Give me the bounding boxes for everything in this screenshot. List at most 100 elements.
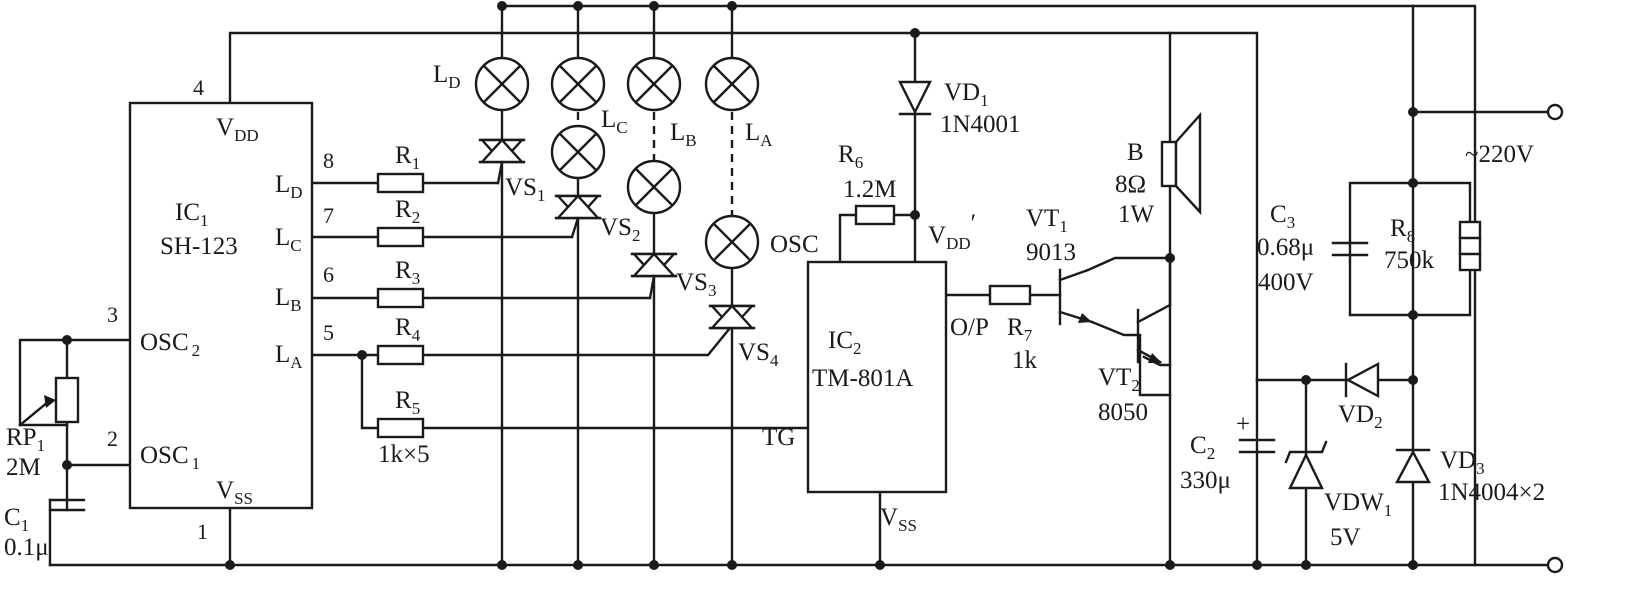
r5-label: R5 — [395, 387, 420, 418]
ic1-chip — [128, 101, 314, 510]
lamp-lc-1 — [550, 56, 606, 112]
lamp-la-1 — [704, 56, 760, 112]
ic1-pin2-number: 2 — [107, 426, 118, 451]
triac-vs4-label: VS4 — [738, 339, 779, 370]
resistor-r5 — [376, 417, 425, 439]
ic1-name-label: IC1 — [175, 199, 209, 230]
vd2-label: VD2 — [1338, 401, 1383, 432]
lamp-la-2 — [704, 214, 760, 270]
ic2-vss-label: VSS — [880, 504, 917, 535]
c2-label: C2 — [1190, 432, 1215, 463]
r6-label: R6 — [838, 141, 863, 172]
r7-label: R7 — [1007, 314, 1033, 345]
capacitor-c1 — [48, 498, 86, 512]
vdw1-label: VDW1 — [1324, 489, 1392, 520]
ic2-chip — [806, 260, 948, 494]
r3-label: R3 — [395, 257, 420, 288]
r1-r5-value: 1k×5 — [378, 441, 430, 468]
rp1-value: 2M — [6, 454, 41, 481]
ic1-pin6-number: 6 — [323, 262, 334, 287]
ac-terminal-bottom — [1546, 556, 1564, 574]
resistor-r1 — [376, 172, 425, 194]
supply-voltage-label: ~220V — [1465, 141, 1534, 168]
c1-value: 0.1μ — [4, 534, 49, 561]
ic2-part-number: TM-801A — [812, 365, 913, 392]
r1-label: R1 — [395, 142, 420, 173]
vd3-label: VD3 — [1440, 447, 1485, 478]
ic1-pin4-number: 4 — [193, 75, 204, 100]
ic2-osc-label: OSC — [770, 231, 819, 258]
ic1-pin8-number: 8 — [323, 148, 334, 173]
diode-vd1 — [898, 80, 932, 116]
ic1-lc-pin-label: LC — [275, 224, 302, 255]
vt2-label: VT2 — [1098, 364, 1140, 395]
diode-vd2 — [1344, 362, 1380, 398]
resistor-r6 — [854, 204, 896, 226]
vd3-part-number: 1N4004×2 — [1438, 479, 1545, 506]
capacitor-c2 — [1238, 438, 1276, 454]
vt1-label: VT1 — [1026, 205, 1068, 236]
ic2-op-label: O/P — [950, 314, 989, 341]
diode-vd3 — [1395, 448, 1431, 484]
vd1-label: VD1 — [944, 79, 989, 110]
resistor-r3 — [376, 287, 425, 309]
triac-vs1 — [478, 138, 526, 185]
ac-terminal-top — [1546, 103, 1564, 121]
lamp-lb-2 — [626, 159, 682, 215]
triac-vs2-label: VS2 — [600, 214, 640, 245]
lamp-ld — [474, 56, 530, 112]
vdw1-value: 5V — [1330, 524, 1361, 551]
triac-vs2 — [554, 194, 602, 239]
r6-value: 1.2M — [843, 176, 896, 203]
r2-label: R2 — [395, 196, 420, 227]
capacitor-c3 — [1331, 241, 1369, 257]
ic2-name-label: IC2 — [828, 327, 862, 358]
speaker-label: B — [1127, 139, 1144, 166]
transistor-vt1 — [1058, 268, 1094, 326]
ic1-vdd-label: VDD — [216, 114, 259, 145]
triac-vs1-label: VS1 — [505, 174, 545, 205]
r8-label: R8 — [1390, 215, 1415, 246]
transistor-vt2 — [1136, 256, 1172, 364]
lamp-ld-label: LD — [433, 61, 461, 92]
zener-diode-vdw1 — [1284, 440, 1328, 490]
ic1-lb-pin-label: LB — [275, 284, 302, 315]
r8-value: 750k — [1384, 247, 1435, 274]
c1-label: C1 — [4, 504, 29, 535]
ic2-tg-label: TG — [762, 424, 795, 451]
lamp-lb-label: LB — [670, 119, 697, 150]
ic1-pin7-number: 7 — [323, 203, 334, 228]
ic1-la-pin-label: LA — [275, 341, 303, 372]
vt2-part-number: 8050 — [1098, 399, 1148, 426]
ic1-ld-pin-label: LD — [275, 171, 303, 202]
resistor-r2 — [376, 226, 425, 248]
c2-value: 330μ — [1180, 467, 1231, 494]
lamp-lc-label: LC — [601, 106, 628, 137]
ic1-vss-label: VSS — [216, 477, 253, 508]
vt1-part-number: 9013 — [1026, 239, 1076, 266]
ic2-vdd-label: VDD′ — [928, 210, 976, 253]
junction-dots — [62, 1, 1418, 570]
resistor-r4 — [376, 344, 425, 366]
speaker-impedance: 8Ω — [1115, 171, 1146, 198]
c3-value: 0.68μ — [1257, 234, 1314, 261]
speaker-power: 1W — [1118, 201, 1155, 228]
resistor-r7 — [988, 284, 1032, 306]
triac-vs3 — [630, 252, 678, 300]
potentiometer-rp1 — [18, 376, 80, 427]
c3-voltage: 400V — [1258, 269, 1314, 296]
triac-vs3-label: VS3 — [676, 269, 716, 300]
c3-label: C3 — [1270, 201, 1295, 232]
rp1-label: RP1 — [6, 424, 45, 455]
ic1-pin3-number: 3 — [107, 302, 118, 327]
ic1-pin1-number: 1 — [197, 519, 208, 544]
vd1-part-number: 1N4001 — [940, 111, 1021, 138]
r4-label: R4 — [395, 314, 421, 345]
r7-value: 1k — [1012, 347, 1038, 374]
triac-vs4 — [708, 304, 756, 330]
resistor-r8 — [1458, 220, 1482, 272]
lamp-la-label: LA — [745, 119, 773, 150]
